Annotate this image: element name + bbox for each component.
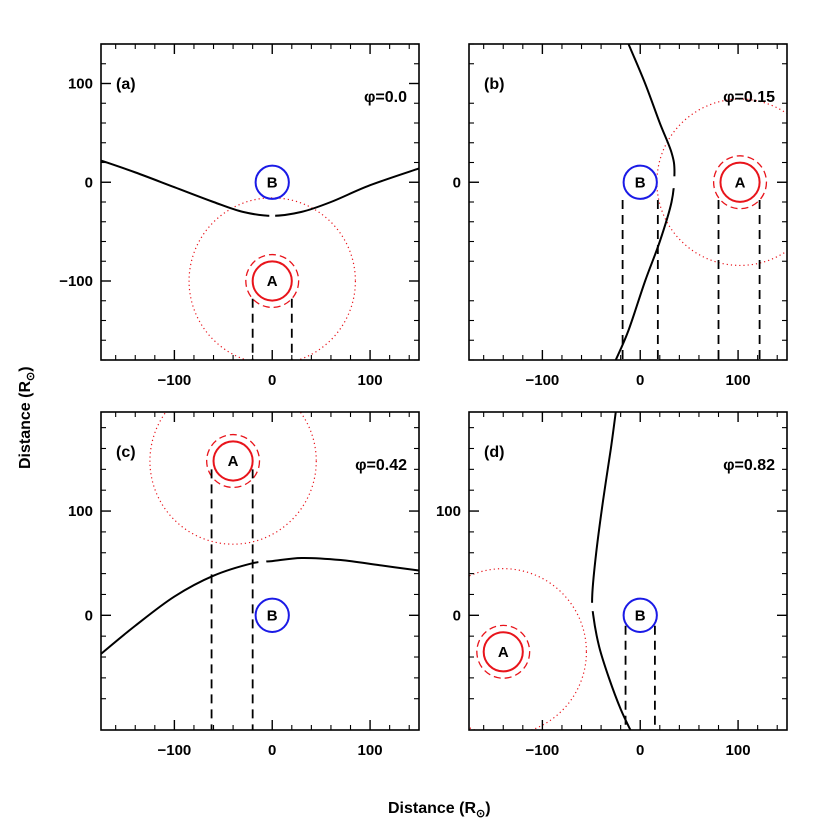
- panel-c-frame: [100, 411, 420, 731]
- panel-b-star-a-circle: [719, 161, 761, 203]
- panel-c-ytick-label-1: 0: [85, 607, 93, 624]
- y-axis-title-close: ): [17, 366, 34, 371]
- panel-c-xtick-label-2: 0: [268, 742, 276, 759]
- panel-c-curve-gap: [258, 559, 267, 566]
- panel-a-label: (a): [116, 76, 136, 93]
- panel-b-curve: [614, 44, 676, 360]
- panel-a-star-a-circle: [251, 260, 293, 302]
- panel-b-star-b-circle: [622, 164, 658, 200]
- x-axis-title-close: ): [485, 800, 490, 817]
- panel-c-ytick-label-2: 100: [68, 503, 93, 520]
- panel-a-xtick-label-3: 100: [358, 372, 383, 389]
- panel-d-curve: [591, 412, 632, 730]
- panel-c-curve: [101, 556, 419, 655]
- panel-b-phase-label: φ=0.15: [723, 89, 775, 106]
- y-axis-title: Distance (R⊙): [17, 366, 37, 469]
- panel-d-xtick-label-3: 100: [726, 742, 751, 759]
- panel-b-xtick-label-3: 100: [726, 372, 751, 389]
- panel-d-frame: [468, 411, 788, 731]
- panel-c-star-a-circle: [212, 440, 254, 482]
- x-axis-title-subscript: ⊙: [476, 808, 485, 820]
- panel-a-star-b-circle: [254, 164, 290, 200]
- panel-a-ytick-label-3: 100: [68, 76, 93, 93]
- panel-c-plot-area: AB: [101, 412, 419, 730]
- panel-d-ytick-label-2: 100: [436, 503, 461, 520]
- panel-a-star-a-label: A: [267, 273, 278, 290]
- panel-a-ytick-label-2: 0: [85, 174, 93, 191]
- panel-b-xtick-label-1: −100: [525, 372, 559, 389]
- panel-b-plot-area: AB: [614, 44, 787, 360]
- x-axis-title-text: Distance (R: [388, 800, 476, 817]
- x-axis-title: Distance (R⊙): [388, 800, 491, 820]
- panel-d-plot-area: AB: [469, 412, 658, 730]
- panel-c-star-b-label: B: [267, 607, 278, 624]
- panel-b-ytick-label-1: 0: [453, 174, 461, 191]
- panel-a-ytick-label-1: −100: [59, 273, 93, 290]
- panel-d-label: (d): [484, 444, 504, 461]
- panel-a-star-a-outer-circle: [245, 253, 300, 309]
- panel-b-xtick-label-2: 0: [636, 372, 644, 389]
- panel-b-star-a-outer-circle: [712, 155, 768, 210]
- panel-d-roche-lobe-circle: [469, 568, 587, 730]
- panel-a-roche-lobe-circle: [188, 197, 356, 360]
- y-axis-title-subscript: ⊙: [25, 372, 37, 381]
- panel-c-star-a-outer-circle: [206, 433, 261, 489]
- panel-b-star-a-label: A: [735, 174, 746, 191]
- panel-d-star-b-circle: [622, 597, 658, 633]
- panel-a-star-b-label: B: [267, 174, 278, 191]
- panel-c-roche-lobe-circle: [149, 412, 317, 545]
- panel-c-xtick-label-3: 100: [358, 742, 383, 759]
- panel-a-curve: [101, 159, 419, 217]
- panel-c-star-b-circle: [254, 597, 290, 633]
- panel-c-xtick-label-1: −100: [157, 742, 191, 759]
- panel-d-star-b-label: B: [635, 607, 646, 624]
- panel-c-label: (c): [116, 444, 136, 461]
- panel-a-xtick-label-2: 0: [268, 372, 276, 389]
- panel-d-phase-label: φ=0.82: [723, 457, 775, 474]
- panel-a-xtick-label-1: −100: [157, 372, 191, 389]
- panel-d-ytick-label-1: 0: [453, 607, 461, 624]
- y-axis-title-text: Distance (R: [17, 381, 34, 469]
- panel-d-xtick-label-1: −100: [525, 742, 559, 759]
- panel-a-phase-label: φ=0.0: [364, 89, 407, 106]
- panel-d-star-a-label: A: [498, 644, 509, 661]
- panel-d-star-a-circle: [482, 631, 524, 673]
- panel-d-star-a-outer-circle: [476, 624, 531, 679]
- panel-d-xtick-label-2: 0: [636, 742, 644, 759]
- panel-b-label: (b): [484, 76, 504, 93]
- panel-c-phase-label: φ=0.42: [355, 457, 407, 474]
- panel-a-plot-area: AB: [101, 159, 419, 360]
- panel-b-star-b-label: B: [635, 174, 646, 191]
- panel-c-star-a-label: A: [228, 453, 239, 470]
